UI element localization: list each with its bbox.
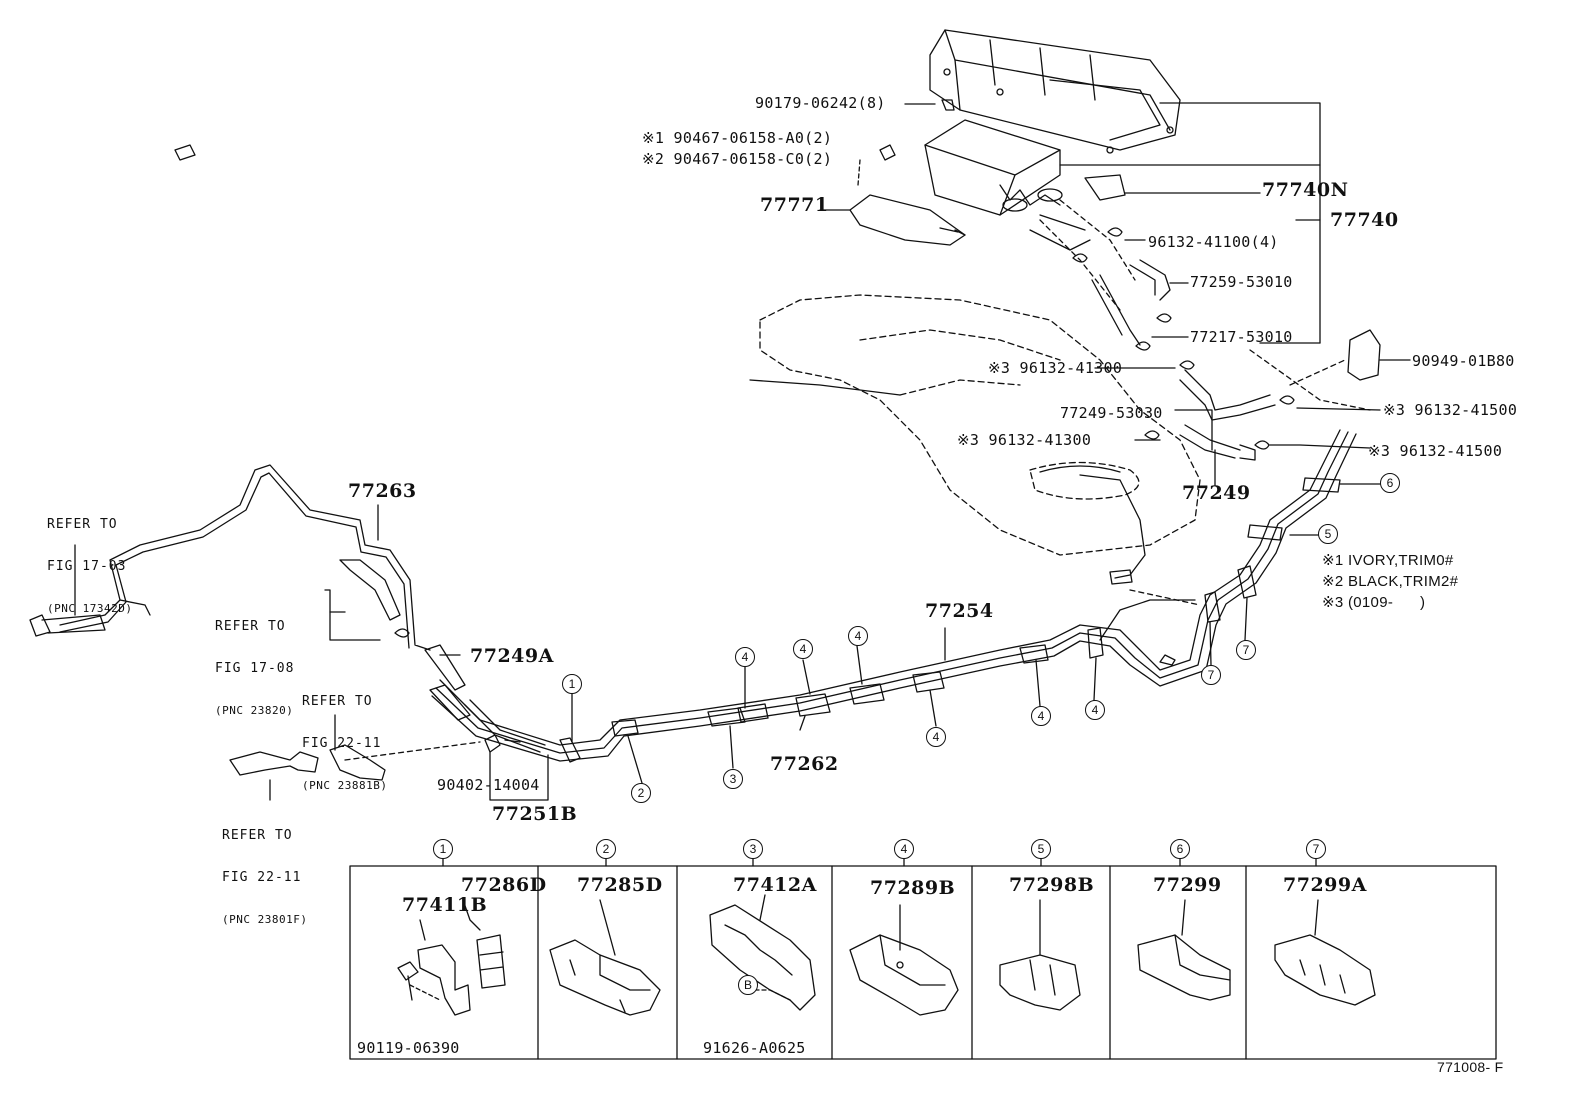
callout-4: 4: [1085, 700, 1105, 720]
label-77263: 77263: [348, 480, 417, 502]
callout-7: 7: [1236, 640, 1256, 660]
label-96132-41500-a: ※3 96132-41500: [1383, 401, 1518, 419]
table-header-2: 2: [596, 839, 616, 859]
label-90467-a0: ※1 90467-06158-A0(2): [642, 129, 833, 147]
clamp-table-grid: [349, 857, 1497, 1060]
callout-4: 4: [926, 727, 946, 747]
table-header-4: 4: [894, 839, 914, 859]
cell3-label-91626-A0625: 91626-A0625: [703, 1039, 806, 1057]
cell5-label-77298B: 77298B: [1009, 874, 1095, 896]
callout-4: 4: [848, 626, 868, 646]
table-header-1: 1: [433, 839, 453, 859]
note-3: ※3 (0109- ): [1322, 594, 1426, 611]
refer-line-2: FIG 22-11: [302, 736, 382, 751]
cell3-mark-b: B: [738, 975, 758, 995]
refer-fig-22-11-a: REFER TO FIG 22-11 (PNC 23881B): [302, 667, 387, 807]
table-header-7: 7: [1306, 839, 1326, 859]
label-96132-41100: 96132-41100(4): [1148, 233, 1279, 251]
cell1-label-77286D: 77286D: [461, 874, 547, 896]
callout-7: 7: [1201, 665, 1221, 685]
table-header-6: 6: [1170, 839, 1190, 859]
callout-1: 1: [562, 674, 582, 694]
refer-line-3: (PNC 23881B): [302, 779, 388, 792]
cell4-label-77289B: 77289B: [870, 877, 956, 899]
cell1-label-77411B: 77411B: [402, 894, 488, 916]
fuel-line-77263-drawing: [59, 464, 431, 651]
refer-line-1: REFER TO: [215, 619, 286, 634]
label-77262: 77262: [770, 753, 839, 775]
refer-line-2: FIG 22-11: [222, 870, 302, 885]
label-96132-41300-b: ※3 96132-41300: [957, 431, 1092, 449]
cell7-label-77299A: 77299A: [1283, 874, 1367, 896]
table-header-5: 5: [1031, 839, 1051, 859]
label-77254: 77254: [925, 600, 994, 622]
table-header-3: 3: [743, 839, 763, 859]
refer-fig-17-03: REFER TO FIG 17-03 (PNC 17342D): [47, 490, 132, 630]
label-96132-41500-b: ※3 96132-41500: [1368, 442, 1503, 460]
callout-4: 4: [793, 639, 813, 659]
label-77259-53010: 77259-53010: [1190, 273, 1293, 291]
refer-line-2: FIG 17-03: [47, 559, 127, 574]
refer-line-3: (PNC 17342D): [47, 602, 133, 615]
label-77740N: 77740N: [1262, 179, 1349, 201]
cell6-label-77299: 77299: [1153, 874, 1222, 896]
cell3-label-77412A: 77412A: [733, 874, 817, 896]
label-90467-c0: ※2 90467-06158-C0(2): [642, 150, 833, 168]
label-90402-14004: 90402-14004: [437, 776, 540, 794]
note-1: ※1 IVORY,TRIM0#: [1322, 552, 1454, 569]
refer-line-1: REFER TO: [222, 828, 293, 843]
refer-line-2: FIG 17-08: [215, 661, 295, 676]
label-77249-53030: 77249-53030: [1060, 404, 1163, 422]
refer-fig-17-08: REFER TO FIG 17-08 (PNC 23820): [215, 592, 294, 732]
callout-3: 3: [723, 769, 743, 789]
refer-line-1: REFER TO: [302, 694, 373, 709]
callout-5: 5: [1318, 524, 1338, 544]
refer-line-3: (PNC 23801F): [222, 913, 308, 926]
note-2: ※2 BLACK,TRIM2#: [1322, 573, 1459, 590]
diagram-code: 771008- F: [1437, 1059, 1504, 1075]
callout-2: 2: [631, 783, 651, 803]
refer-line-1: REFER TO: [47, 517, 118, 532]
cell2-label-77285D: 77285D: [577, 874, 663, 896]
label-77249: 77249: [1182, 482, 1251, 504]
label-96132-41300-a: ※3 96132-41300: [988, 359, 1123, 377]
callout-4: 4: [1031, 706, 1051, 726]
label-77217-53010: 77217-53010: [1190, 328, 1293, 346]
label-77251B: 77251B: [492, 803, 578, 825]
fuel-lines-drawing: [431, 429, 1357, 762]
charcoal-canister-drawing: [924, 119, 1126, 216]
bracket-77771-drawing: [849, 194, 966, 246]
label-77740: 77740: [1330, 209, 1399, 231]
cell1-label-90119-06390: 90119-06390: [357, 1039, 460, 1057]
label-90949-01b80: 90949-01B80: [1412, 352, 1515, 370]
label-77771: 77771: [760, 194, 829, 216]
callout-6: 6: [1380, 473, 1400, 493]
fuel-tank-drawing: [759, 294, 1201, 556]
canister-cover-drawing: [929, 29, 1181, 154]
label-90179-06242: 90179-06242(8): [755, 94, 886, 112]
callout-4: 4: [735, 647, 755, 667]
refer-fig-22-11-b: REFER TO FIG 22-11 (PNC 23801F): [222, 801, 307, 941]
refer-line-3: (PNC 23820): [215, 704, 294, 717]
label-77249A: 77249A: [470, 645, 554, 667]
